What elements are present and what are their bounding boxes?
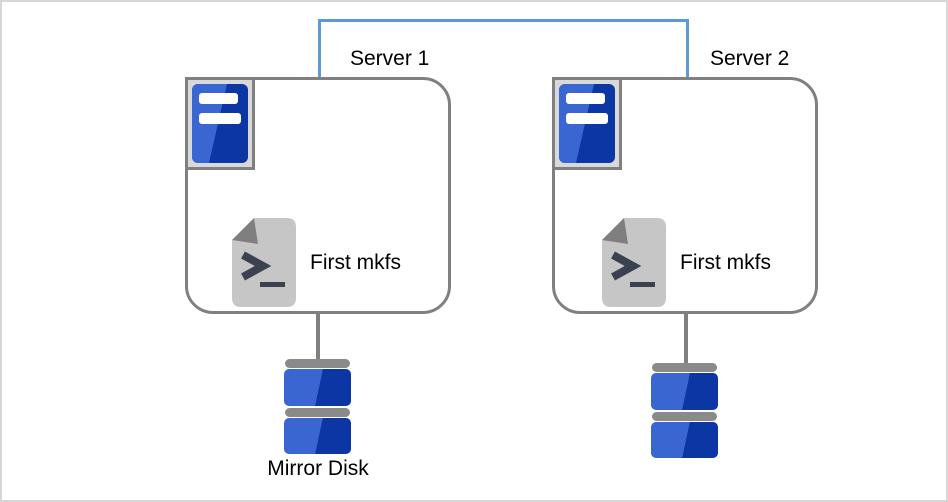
server1-label: Server 1 bbox=[350, 47, 430, 70]
server2-disk-connector bbox=[684, 312, 688, 366]
drive-bay-slot bbox=[566, 93, 605, 104]
mirror-disk-icon-platter bbox=[284, 418, 351, 454]
mirror-disk-label: Mirror Disk bbox=[267, 457, 369, 480]
mirror-disk-icon-platter bbox=[651, 373, 718, 410]
tower-server-icon bbox=[552, 77, 622, 170]
prompt-underscore bbox=[630, 282, 655, 287]
server1-script-label: First mkfs bbox=[310, 251, 401, 274]
prompt-underscore bbox=[260, 282, 285, 287]
interconnect-line bbox=[318, 19, 689, 78]
mirror-disk-icon-cap bbox=[652, 363, 717, 372]
server2-label: Server 2 bbox=[710, 47, 790, 70]
tower-server-icon bbox=[185, 77, 255, 170]
drive-bay-slot bbox=[566, 113, 608, 124]
mirror-disk-icon-cap bbox=[652, 412, 717, 421]
document-fold bbox=[602, 218, 628, 244]
mirror-disk-icon-cap bbox=[285, 359, 350, 368]
document-fold bbox=[232, 218, 258, 244]
mirror-disk-icon-platter bbox=[651, 422, 718, 458]
drive-bay-slot bbox=[199, 113, 241, 124]
shell-script-icon bbox=[602, 218, 666, 307]
prompt-chevron bbox=[241, 251, 272, 281]
drive-bay-slot bbox=[199, 93, 238, 104]
server2-script-label: First mkfs bbox=[680, 251, 771, 274]
shell-script-icon bbox=[232, 218, 296, 307]
server1-disk-connector bbox=[316, 312, 320, 362]
mirror-disk-icon-platter bbox=[284, 369, 351, 406]
prompt-chevron bbox=[611, 251, 642, 281]
mirror-disk-icon-cap bbox=[285, 408, 350, 417]
